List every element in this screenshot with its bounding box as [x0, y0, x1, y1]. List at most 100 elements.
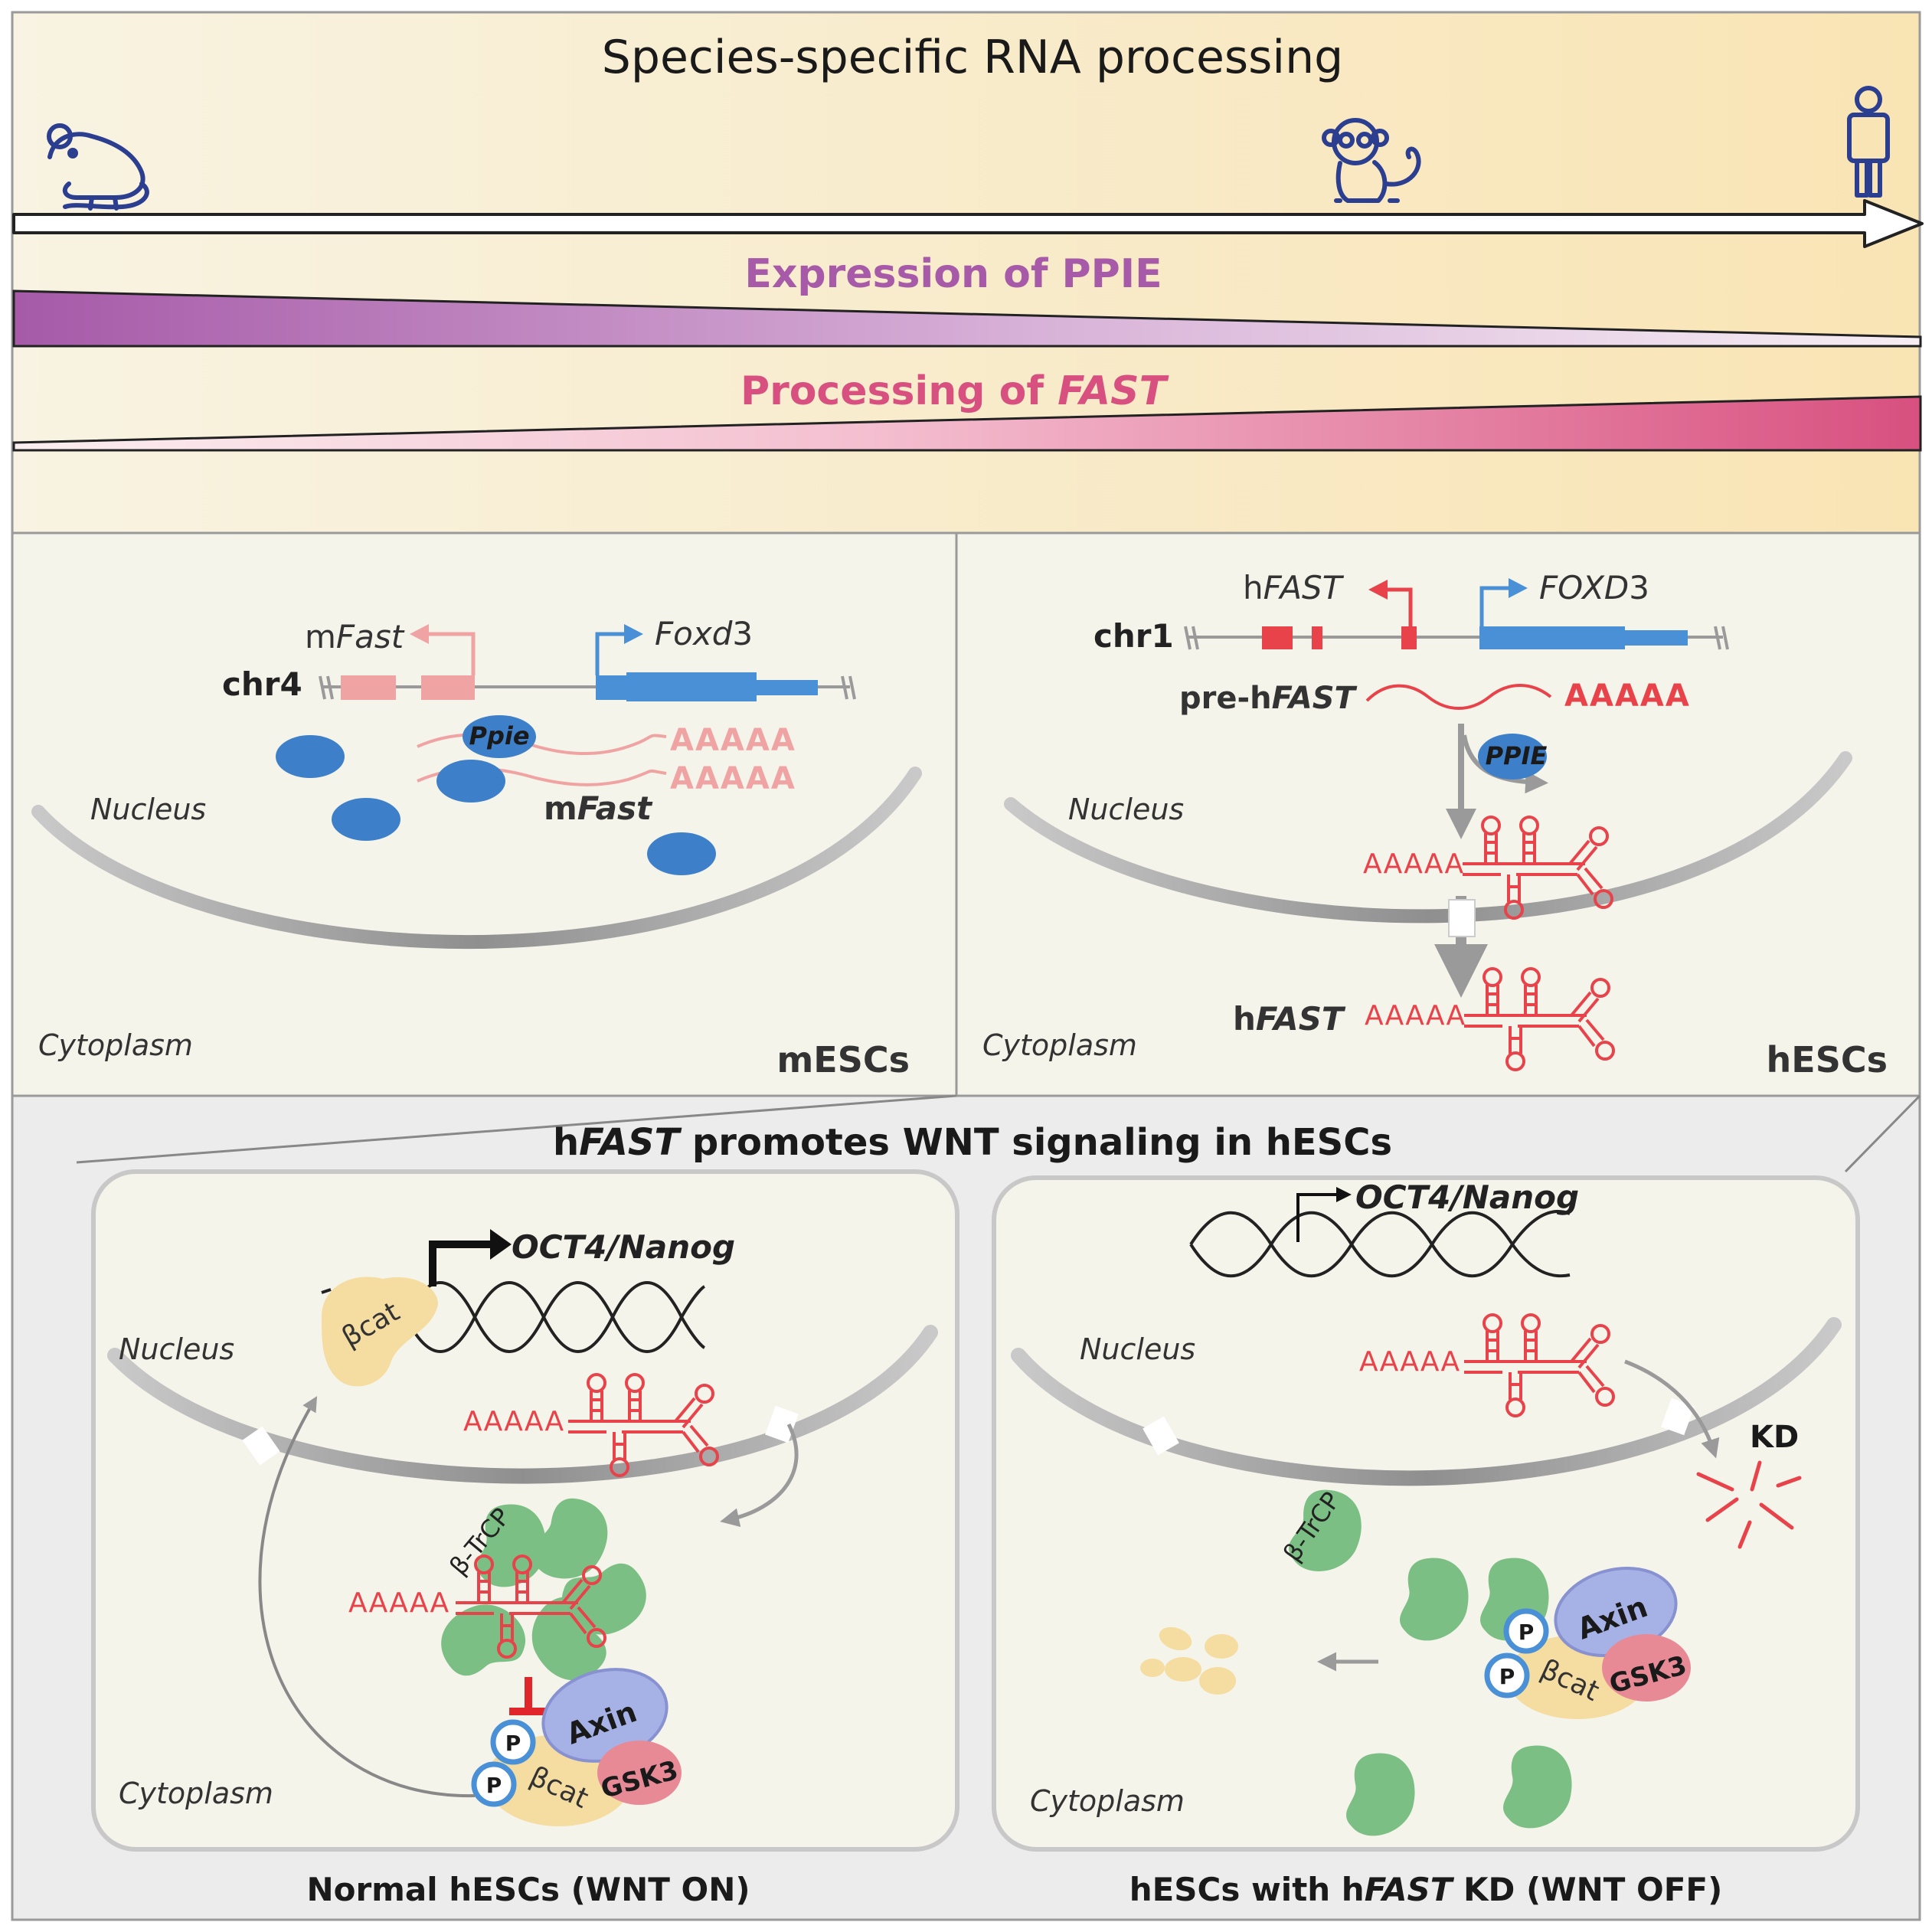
hfast-product-label: hFAST	[1233, 1000, 1346, 1038]
zoom-line-right	[1844, 1094, 1921, 1173]
oct4-tss-arrowhead	[490, 1229, 512, 1260]
degraded-rna-icon	[1696, 1460, 1802, 1549]
dna-helix	[1189, 1209, 1571, 1278]
ppie-gradient-wedge	[12, 289, 1922, 348]
phospho-label: P	[505, 1731, 521, 1756]
mesc-panel	[11, 531, 958, 1097]
hfast-gene-label: hFAST	[1243, 569, 1345, 606]
fast-processing-label: Processing of FAST	[740, 368, 1169, 414]
bcat-nuclear	[322, 1277, 438, 1387]
wnt-on-cyto-polya: AAAAA	[348, 1587, 449, 1619]
foxd3-tss-arrowhead	[1509, 578, 1528, 598]
hesc-diagram: Nucleus Cytoplasm hESCs chr1 hFAST FOXD3…	[982, 569, 1888, 1080]
pre-hfast-transcript	[1365, 684, 1552, 710]
pre-hfast-label: pre-hFAST	[1179, 681, 1358, 716]
wnt-off-cytoplasm-label: Cytoplasm	[1030, 1784, 1185, 1818]
evolution-arrow	[12, 199, 1924, 248]
phospho-label: P	[1518, 1620, 1535, 1645]
hfast-exon-2	[1312, 626, 1322, 649]
foxd3-exon-1	[596, 675, 626, 700]
foxd3-exon-2	[1625, 630, 1688, 646]
hesc-panel	[955, 531, 1921, 1097]
hfast-exon-3	[1401, 626, 1417, 649]
wnt-off-caption: hESCs with hFAST KD (WNT OFF)	[1129, 1871, 1723, 1908]
ppie-protein	[647, 832, 716, 875]
mfast-tss-arrow	[429, 632, 476, 675]
gsk3-protein	[597, 1741, 682, 1805]
knockdown-arrow	[1624, 1359, 1720, 1459]
mfast-polya-1: AAAAA	[670, 723, 796, 758]
chr1-label: chr1	[1093, 617, 1174, 655]
ppie-protein-label: Ppie	[469, 721, 529, 750]
hesc-cytoplasm-label: Cytoplasm	[982, 1028, 1137, 1062]
hesc-nucleus-label: Nucleus	[1068, 793, 1184, 826]
nuclear-membrane	[1011, 1317, 1842, 1486]
phospho-site	[1503, 1608, 1549, 1654]
wnt-off-gene-label: OCT4/Nanog	[1355, 1178, 1579, 1216]
zoom-line-left	[76, 1094, 957, 1164]
oct4-tss-arrow	[429, 1241, 490, 1286]
inhibition-arrow	[509, 1677, 548, 1715]
chr4-label: chr4	[222, 665, 302, 703]
wnt-on-nuclear-polya: AAAAA	[463, 1406, 564, 1437]
nuclear-pore	[1661, 1398, 1695, 1436]
mesc-nucleus-label: Nucleus	[90, 793, 206, 826]
degraded-bcat-fragments	[1140, 1626, 1238, 1695]
nuclear-membrane	[1004, 751, 1852, 924]
nuclear-pore	[242, 1426, 280, 1466]
ppie-protein-label: PPIE	[1486, 741, 1548, 770]
foxd3-tss-arrow	[595, 632, 624, 675]
mesc-diagram: Nucleus Cytoplasm mESCs chr4 mFast Foxd3…	[31, 615, 922, 1080]
foxd3-gene-label: FOXD3	[1539, 569, 1649, 606]
hesc-cell-label: hESCs	[1767, 1039, 1888, 1080]
phospho-label: P	[1499, 1664, 1515, 1689]
wnt-on-cytoplasm-label: Cytoplasm	[119, 1777, 273, 1810]
ppie-protein	[332, 798, 400, 841]
mesc-cytoplasm-label: Cytoplasm	[38, 1028, 193, 1062]
foxd3-tss-arrow	[1479, 586, 1509, 626]
mfast-exon-1	[341, 675, 396, 700]
hfast-tss-arrow	[1388, 587, 1413, 626]
header-title: Species-specific RNA processing	[602, 31, 1343, 84]
ppie-expression-label: Expression of PPIE	[744, 251, 1162, 297]
hfast-nuclear-polya: AAAAA	[1363, 848, 1464, 880]
dna-helix	[404, 1281, 706, 1353]
bcat-translocation-arrow	[258, 1396, 476, 1798]
ppie-protein	[436, 760, 505, 803]
bottom-title: hFAST promotes WNT signaling in hESCs	[553, 1121, 1392, 1164]
nuclear-membrane	[107, 1325, 938, 1484]
gsk3-protein	[1602, 1634, 1691, 1702]
nuclear-membrane	[31, 767, 922, 949]
mouse-icon	[47, 123, 149, 211]
export-arrow-curve	[720, 1423, 799, 1528]
foxd3-gene-label: Foxd3	[655, 615, 753, 652]
phospho-site	[471, 1761, 517, 1807]
wnt-on-gene-label: OCT4/Nanog	[512, 1228, 735, 1266]
nuclear-pore	[1448, 899, 1476, 937]
wnt-off-cell: Nucleus Cytoplasm OCT4/Nanog AAAAA KD β-…	[992, 1175, 1860, 1908]
mfast-tss-arrowhead	[410, 624, 429, 644]
ppie-protein	[276, 735, 345, 778]
phospho-site	[490, 1719, 536, 1765]
wnt-on-caption: Normal hESCs (WNT ON)	[306, 1871, 750, 1908]
hfast-cyto-polya: AAAAA	[1365, 1000, 1466, 1031]
hfast-exon-1	[1262, 626, 1293, 649]
phospho-label: P	[486, 1773, 502, 1798]
foxd3-exon-1	[1479, 626, 1625, 649]
monkey-icon	[1322, 118, 1421, 203]
foxd3-tss-arrowhead	[624, 624, 643, 644]
mfast-exon-2	[421, 675, 475, 700]
nuclear-pore	[1143, 1416, 1179, 1456]
hfast-tss-arrowhead	[1368, 580, 1388, 600]
mfast-product-label: mFast	[544, 789, 653, 827]
foxd3-exon-3	[757, 680, 818, 695]
mfast-polya-2: AAAAA	[670, 761, 796, 796]
pre-hfast-polya: AAAAA	[1564, 678, 1691, 714]
bcat-tick	[321, 1288, 332, 1294]
wnt-on-cell: Nucleus Cytoplasm OCT4/Nanog βcat AAAAA …	[91, 1169, 959, 1908]
fast-gradient-wedge	[12, 395, 1922, 452]
mesc-cell-label: mESCs	[776, 1039, 910, 1080]
wnt-on-nucleus-label: Nucleus	[119, 1332, 234, 1366]
human-icon	[1847, 86, 1890, 198]
foxd3-exon-2	[626, 672, 757, 701]
